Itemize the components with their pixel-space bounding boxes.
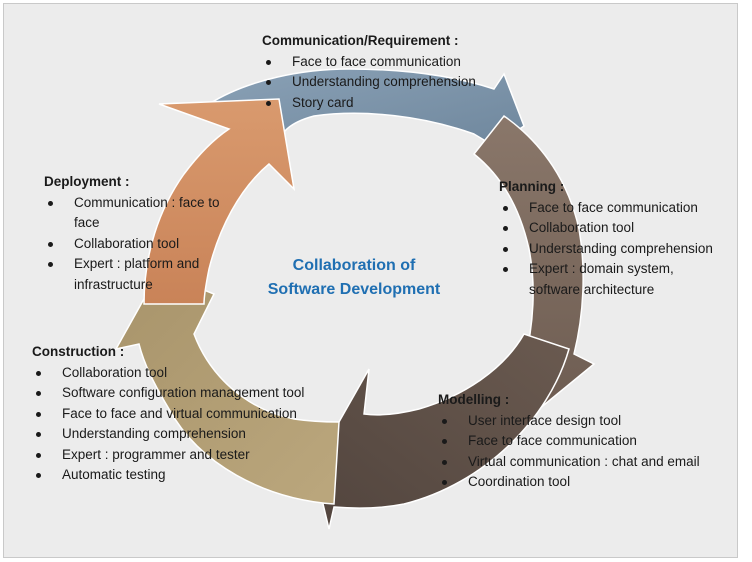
communication-block: Communication/Requirement : Face to face… [262, 31, 522, 113]
modelling-block: Modelling : User interface design tool F… [438, 390, 737, 493]
planning-block: Planning : Face to face communication Co… [499, 177, 737, 301]
list-item: Automatic testing [32, 465, 352, 486]
list-item: Face to face communication [262, 52, 522, 73]
communication-list: Face to face communication Understanding… [262, 52, 522, 114]
list-item: Collaboration tool [44, 234, 259, 255]
center-title: Collaboration of Software Development [229, 254, 479, 302]
list-item: Collaboration tool [32, 363, 352, 384]
list-item: Understanding comprehension [499, 239, 737, 260]
list-item: Communication : face to face [44, 193, 224, 234]
list-item: Face to face and virtual communication [32, 404, 352, 425]
center-title-line2: Software Development [267, 281, 441, 298]
communication-heading: Communication/Requirement : [262, 33, 459, 48]
deployment-arrow [143, 98, 296, 305]
modelling-arrow [313, 333, 570, 530]
communication-arrow [207, 68, 525, 147]
list-item: Understanding comprehension [262, 72, 522, 93]
list-item: Software configuration management tool [32, 383, 317, 404]
list-item: Understanding comprehension [32, 424, 352, 445]
list-item: User interface design tool [438, 411, 737, 432]
cycle-diagram [114, 68, 596, 530]
list-item: Coordination tool [438, 472, 737, 493]
deployment-list: Communication : face to face Collaborati… [44, 193, 259, 296]
deployment-heading: Deployment : [44, 174, 130, 189]
construction-arrow [114, 271, 340, 505]
deployment-block: Deployment : Communication : face to fac… [44, 172, 259, 295]
construction-list: Collaboration tool Software configuratio… [32, 363, 352, 486]
modelling-list: User interface design tool Face to face … [438, 411, 737, 493]
list-item: Virtual communication : chat and email [438, 452, 703, 473]
modelling-heading: Modelling : [438, 392, 510, 407]
list-item: Expert : platform and infrastructure [44, 254, 224, 295]
construction-heading: Construction : [32, 344, 125, 359]
planning-arrow [472, 114, 596, 410]
planning-heading: Planning : [499, 179, 565, 194]
list-item: Story card [262, 93, 522, 114]
planning-list: Face to face communication Collaboration… [499, 198, 737, 301]
center-title-line1: Collaboration of [292, 257, 416, 274]
construction-block: Construction : Collaboration tool Softwa… [32, 342, 352, 486]
list-item: Face to face communication [438, 431, 737, 452]
list-item: Face to face communication [499, 198, 737, 219]
list-item: Collaboration tool [499, 218, 737, 239]
list-item: Expert : programmer and tester [32, 445, 352, 466]
list-item: Expert : domain system, software archite… [499, 259, 709, 300]
diagram-frame: Collaboration of Software Development Co… [3, 3, 738, 558]
